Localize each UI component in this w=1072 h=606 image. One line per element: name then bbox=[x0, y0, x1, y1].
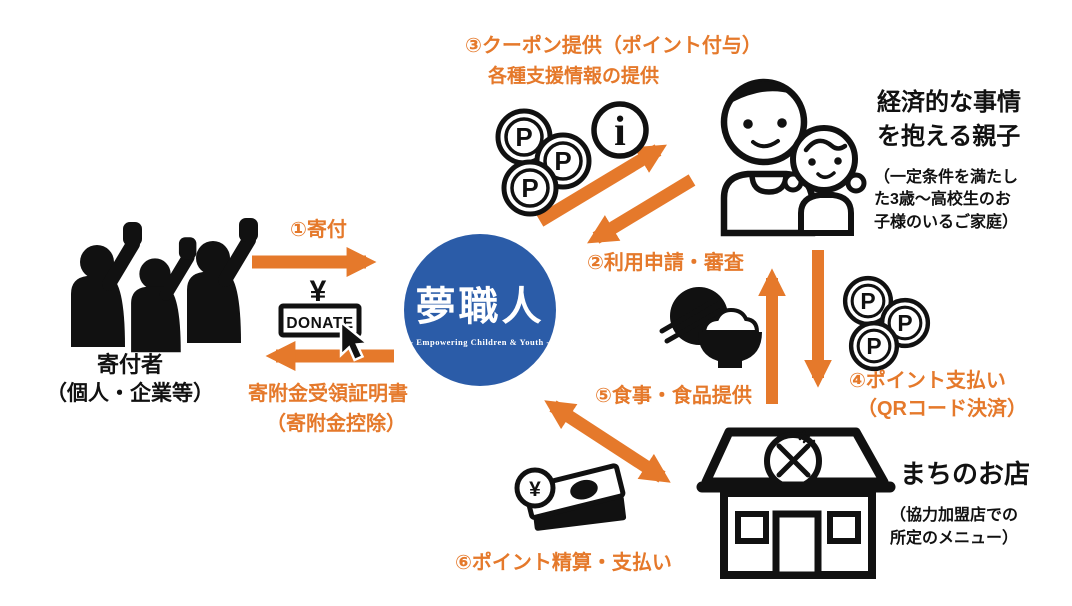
shop-title: まちのお店 bbox=[900, 459, 1031, 489]
svg-text:P: P bbox=[897, 310, 912, 336]
flow-step3-line2: 各種支援情報の提供 bbox=[488, 66, 660, 87]
svg-text:P: P bbox=[521, 173, 538, 203]
arrow-application bbox=[587, 174, 696, 244]
svg-text:¥: ¥ bbox=[529, 478, 541, 501]
donors-icon bbox=[71, 218, 258, 352]
flow-step4-line1: ④ポイント支払い bbox=[849, 370, 1006, 392]
svg-text:P: P bbox=[860, 288, 875, 314]
donors-label: 寄付者 bbox=[96, 352, 163, 377]
donate-label: DONATE bbox=[286, 315, 353, 332]
npo-logo: 夢職人 - Empowering Children & Youth - bbox=[404, 234, 556, 386]
parent-child-icon bbox=[720, 78, 867, 237]
info-icon: i bbox=[591, 101, 649, 159]
donors-sublabel: （個人・企業等） bbox=[46, 382, 214, 405]
shop-icon bbox=[696, 427, 896, 579]
svg-text:P: P bbox=[866, 333, 881, 359]
donate-button-icon: ¥ DONATE bbox=[278, 275, 371, 362]
flow-step2: ②利用申請・審査 bbox=[587, 252, 744, 274]
arrow-settlement bbox=[544, 400, 671, 483]
flow-step4-line2: （QRコード決済） bbox=[857, 398, 1027, 420]
npo-logo-tagline: - Empowering Children & Youth - bbox=[410, 337, 550, 347]
shop-note: （協力加盟店での 所定のメニュー） bbox=[890, 507, 1019, 548]
flow-step6: ⑥ポイント精算・支払い bbox=[455, 552, 672, 574]
receipt-label-line1: 寄附金受領証明書 bbox=[248, 383, 408, 405]
points-icon-top: P P P bbox=[498, 111, 589, 214]
points-icon-right: P P P bbox=[845, 278, 928, 369]
flow-arrows bbox=[252, 144, 832, 483]
svg-text:P: P bbox=[554, 146, 571, 176]
yen-glyph: ¥ bbox=[310, 275, 327, 308]
npo-logo-name: 夢職人 bbox=[415, 284, 545, 329]
cursor-icon bbox=[339, 319, 371, 362]
flow-step3-line1: ③クーポン提供（ポイント付与） bbox=[465, 35, 762, 57]
flow-step5: ⑤食事・食品提供 bbox=[595, 385, 752, 407]
meal-icon bbox=[659, 287, 762, 368]
family-title: 経済的な事情 を抱える親子 bbox=[877, 89, 1021, 150]
family-note: （一定条件を満たし た3歳〜高校生のお 子様のいるご家庭） bbox=[874, 169, 1019, 231]
svg-text:i: i bbox=[614, 109, 626, 155]
flow-step1: ①寄付 bbox=[290, 219, 347, 241]
svg-text:P: P bbox=[515, 122, 532, 152]
arrow-coupon bbox=[536, 144, 667, 227]
receipt-label-line2: （寄附金控除） bbox=[266, 413, 406, 435]
money-icon: ¥ bbox=[514, 463, 627, 531]
